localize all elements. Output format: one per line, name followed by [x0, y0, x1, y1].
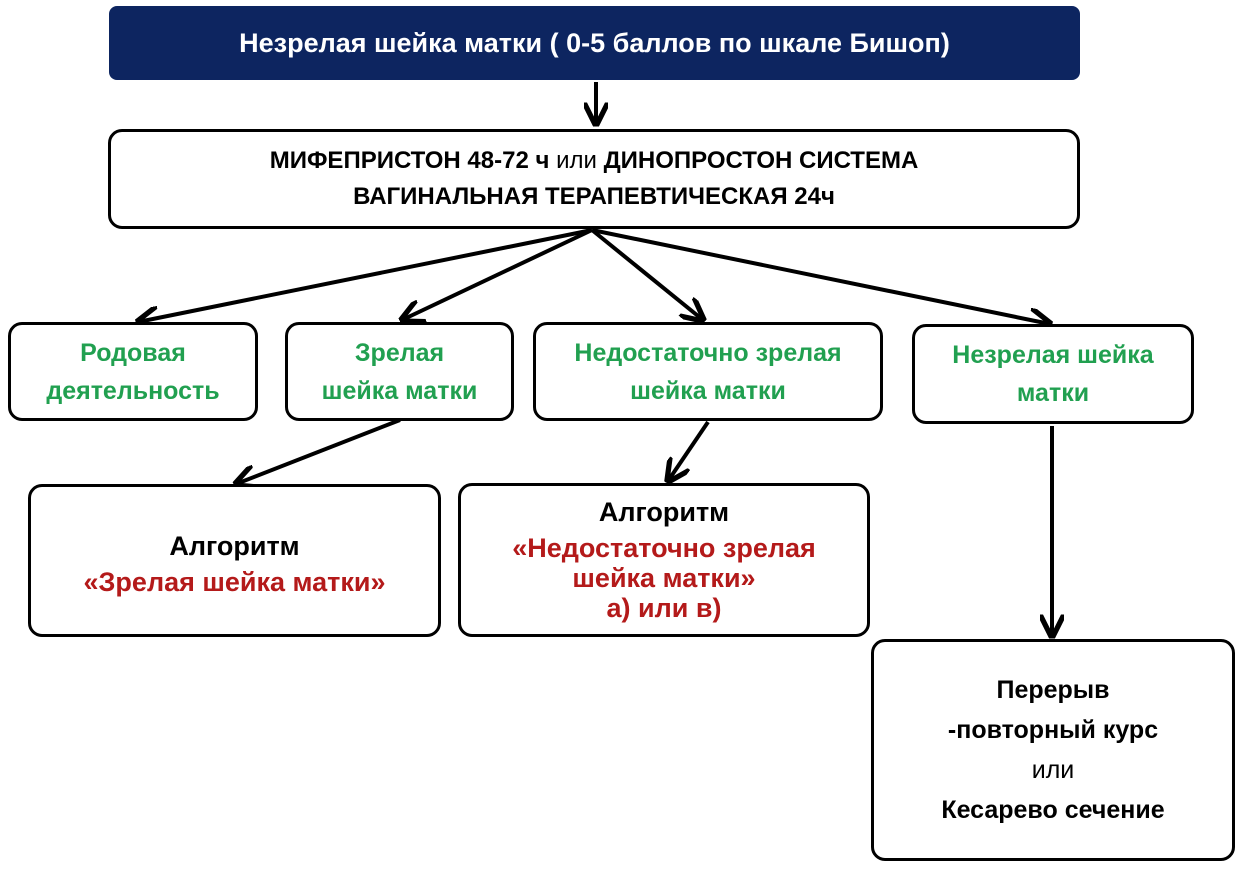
drug-part1: МИФЕПРИСТОН 48-72 ч: [269, 147, 550, 174]
arrow-drug-to-ripe: [402, 228, 593, 320]
arrow-drug-to-unripe: [591, 228, 1050, 324]
title-text: Незрелая шейка матки ( 0-5 баллов по шка…: [239, 27, 950, 58]
unripe-next-box: Перерыв -повторный курс или Кесарево сеч…: [871, 639, 1235, 861]
outcome-unripe-line2: матки: [1016, 379, 1090, 407]
outcome-ripe-box: Зрелая шейка матки: [285, 322, 514, 421]
drug-part2: ДИНОПРОСТОН СИСТЕМА: [603, 147, 919, 174]
unripe-next-line2: -повторный курс: [947, 716, 1159, 744]
drug-line-1: МИФЕПРИСТОН 48-72 ч или ДИНОПРОСТОН СИСТ…: [270, 143, 919, 179]
drug-box: МИФЕПРИСТОН 48-72 ч или ДИНОПРОСТОН СИСТ…: [108, 129, 1080, 229]
outcome-unripe-box: Незрелая шейка матки: [912, 324, 1194, 424]
algorithm-insufficient-options: а) или в): [606, 593, 722, 623]
drug-line-2: ВАГИНАЛЬНАЯ ТЕРАПЕВТИЧЕСКАЯ 24ч: [353, 183, 835, 210]
outcome-labor-box: Родовая деятельность: [8, 322, 258, 421]
outcome-labor-line2: деятельность: [46, 376, 220, 405]
outcome-ripe-line2: шейка матки: [321, 376, 478, 405]
algorithm-insufficient-heading: Алгоритм: [598, 497, 730, 527]
unripe-next-line3: Кесарево сечение: [941, 796, 1165, 824]
algorithm-ripe-heading: Алгоритм: [169, 530, 300, 561]
unripe-next-or: или: [1031, 756, 1075, 784]
unripe-next-line1: Перерыв: [996, 676, 1110, 704]
algorithm-ripe-name: «Зрелая шейка матки»: [83, 566, 386, 597]
arrow-insufficient-to-algorithm: [668, 420, 710, 481]
outcome-ripe-line1: Зрелая: [354, 338, 445, 367]
drug-or: или: [549, 147, 604, 174]
arrow-drug-to-labor: [138, 228, 593, 322]
outcome-insufficient-line1: Недостаточно зрелая: [574, 338, 842, 367]
algorithm-insufficient-box: Алгоритм «Недостаточно зрелая шейка матк…: [458, 483, 870, 637]
outcome-insufficient-line2: шейка матки: [630, 376, 786, 405]
outcome-unripe-line1: Незрелая шейка: [952, 341, 1154, 369]
algorithm-ripe-box: Алгоритм «Зрелая шейка матки»: [28, 484, 441, 637]
title-box: Незрелая шейка матки ( 0-5 баллов по шка…: [109, 6, 1080, 80]
arrow-drug-to-insufficient: [590, 228, 703, 320]
algorithm-insufficient-name-line1: «Недостаточно зрелая: [512, 533, 816, 563]
algorithm-insufficient-name-line2: шейка матки»: [572, 563, 756, 593]
arrow-ripe-to-algorithm: [236, 418, 401, 484]
outcome-labor-line1: Родовая: [80, 338, 186, 367]
outcome-insufficient-box: Недостаточно зрелая шейка матки: [533, 322, 883, 421]
